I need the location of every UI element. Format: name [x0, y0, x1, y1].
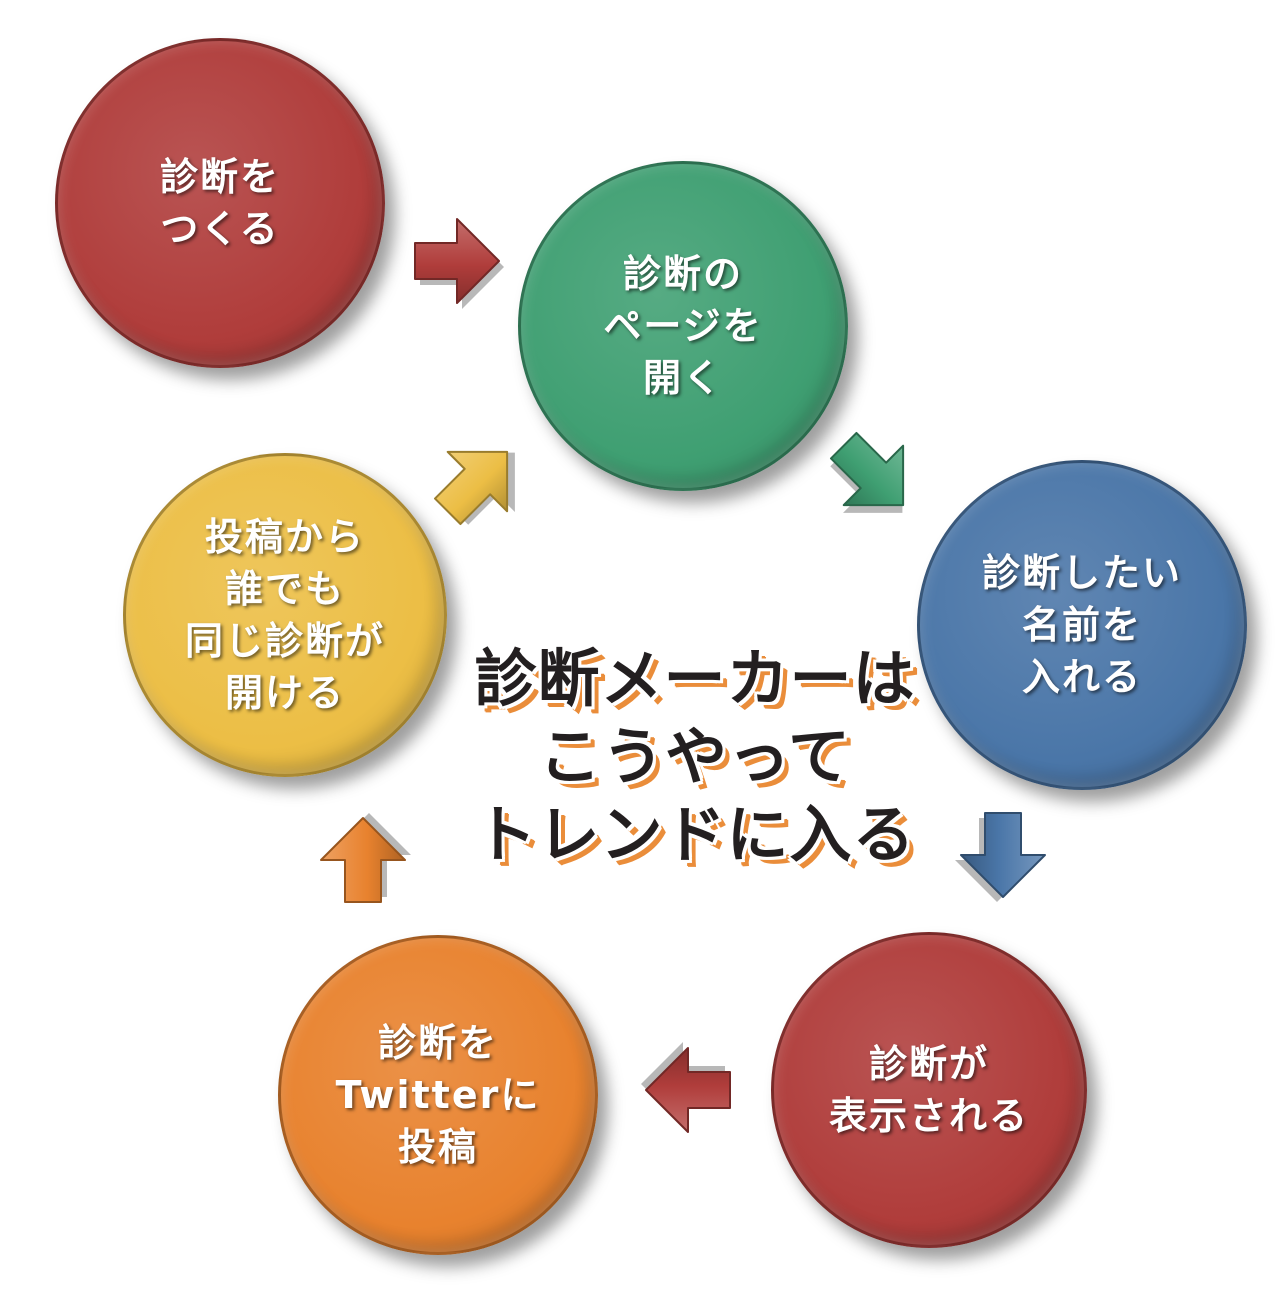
step-post: 診断を Twitterに投稿: [278, 935, 598, 1255]
title-line: こうやって: [539, 720, 851, 793]
step-label-line: 投稿: [397, 1125, 478, 1169]
step-label-line: 入れる: [1021, 655, 1142, 699]
step-create: 診断をつくる: [55, 38, 385, 368]
step-label-line: 診断したい: [981, 551, 1182, 595]
arrow-down-right-icon: [829, 431, 905, 513]
step-label-line: 投稿から: [204, 515, 365, 559]
arrow-right-icon: [414, 218, 504, 309]
title-line: 診断メーカーは: [474, 642, 916, 715]
arrow-up-right-icon: [433, 450, 515, 526]
step-open: 診断のページを開く: [518, 161, 848, 491]
step-label-line: 診断を: [377, 1021, 498, 1065]
title-line: トレンドに入る: [474, 798, 916, 871]
center-title: 診断メーカーは こうやって トレンドに入る: [400, 640, 990, 874]
step-label-line: ページを: [603, 304, 763, 348]
step-label-line: 誰でも: [224, 567, 345, 611]
step-share: 投稿から誰でも同じ診断が開ける: [123, 453, 447, 777]
arrow-up-icon: [320, 813, 411, 903]
step-show: 診断が表示される: [771, 932, 1087, 1248]
step-enter: 診断したい名前を入れる: [917, 460, 1247, 790]
arrow-down-icon: [955, 812, 1046, 902]
step-label-line: 診断の: [622, 252, 743, 296]
step-label-line: 開ける: [224, 671, 345, 715]
step-label-line: 診断を: [159, 155, 280, 199]
step-label-line: 開く: [642, 356, 723, 400]
arrow-left-icon: [641, 1042, 731, 1133]
step-label-line: 名前を: [1021, 603, 1142, 647]
step-label-line: つくる: [160, 207, 280, 251]
step-label-line: Twitterに: [335, 1073, 541, 1117]
step-label-line: 診断が: [868, 1042, 989, 1086]
step-label-line: 表示される: [828, 1094, 1029, 1138]
step-label-line: 同じ診断が: [184, 619, 385, 663]
